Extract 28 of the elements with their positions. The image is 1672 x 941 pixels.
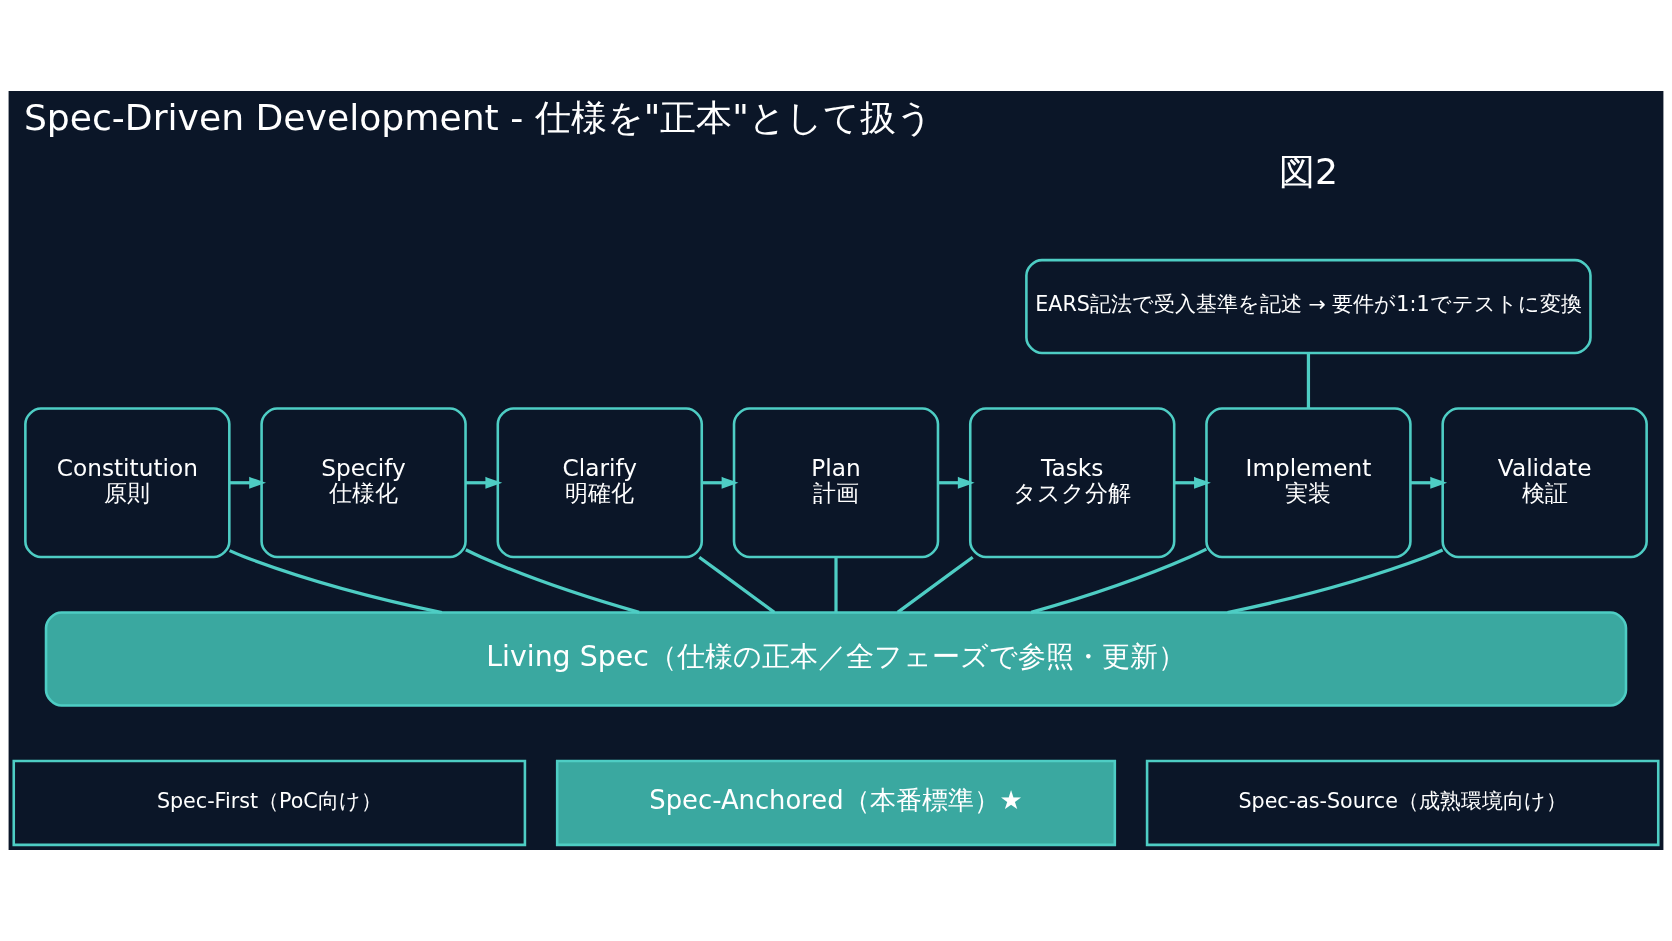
node-box: Spec-as-Source（成熟環境向け） bbox=[1145, 759, 1660, 847]
node-box: Implement 実装 bbox=[1205, 407, 1412, 559]
node-box: EARS記法で受入基準を記述 → 要件が1:1でテストに変換 bbox=[1025, 258, 1592, 355]
node-box: Living Spec（仕様の正本／全フェーズで参照・更新） bbox=[44, 611, 1628, 707]
arrow bbox=[702, 476, 739, 489]
connector bbox=[834, 557, 838, 613]
node-box: Clarify 明確化 bbox=[496, 407, 704, 559]
node-box: Specify 仕様化 bbox=[260, 407, 467, 559]
connector bbox=[465, 548, 640, 614]
node-box: Plan 計画 bbox=[732, 407, 940, 559]
arrow bbox=[229, 476, 266, 489]
connector bbox=[228, 549, 443, 615]
arrow bbox=[1174, 476, 1211, 489]
label: 図2 bbox=[1278, 150, 1338, 194]
node-box: Tasks タスク分解 bbox=[968, 407, 1176, 559]
arrow bbox=[1410, 476, 1448, 489]
connector bbox=[1306, 353, 1311, 409]
connector bbox=[1030, 547, 1208, 614]
connector bbox=[1227, 548, 1444, 615]
connector bbox=[698, 555, 776, 614]
node-box: Spec-Anchored（本番標準）★ bbox=[555, 759, 1117, 847]
arrow bbox=[466, 476, 503, 489]
node-box: Spec-First（PoC向け） bbox=[12, 759, 527, 847]
arrow bbox=[938, 476, 975, 489]
node-box: Constitution 原則 bbox=[24, 407, 231, 559]
node-box: Validate 検証 bbox=[1441, 407, 1648, 559]
diagram-title: Spec-Driven Development - 仕様を"正本"として扱う bbox=[23, 96, 933, 140]
connector bbox=[896, 555, 974, 614]
